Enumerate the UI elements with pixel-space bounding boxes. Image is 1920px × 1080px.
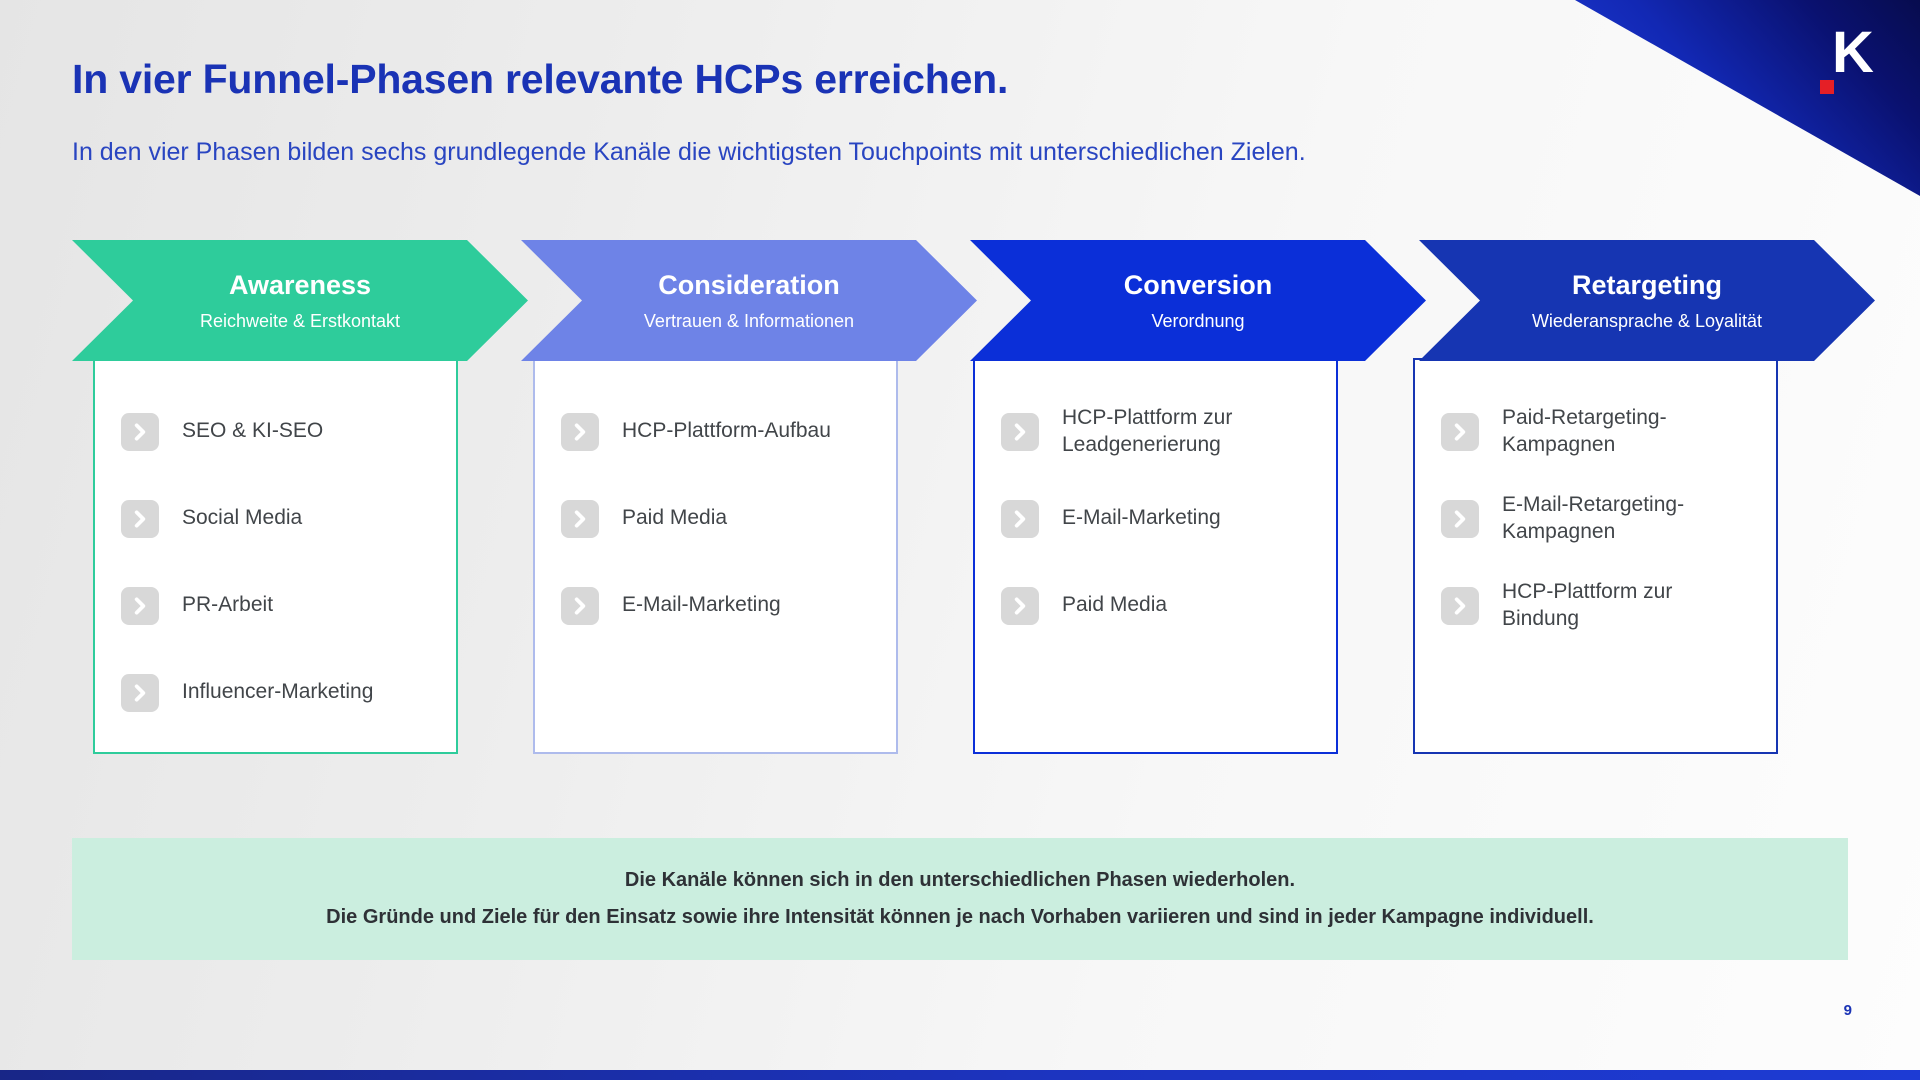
chevron-right-icon bbox=[121, 412, 159, 451]
note-line-1: Die Kanäle können sich in den unterschie… bbox=[624, 869, 1296, 891]
chevron-right-icon bbox=[1001, 412, 1039, 451]
channel-box-conversion: HCP-Plattform zur Leadgenerierung E-Mail… bbox=[973, 358, 1338, 754]
list-item: Social Media bbox=[121, 475, 442, 562]
list-item: E-Mail-Retargeting-Kampagnen bbox=[1441, 475, 1762, 562]
phase-title: Consideration bbox=[658, 269, 840, 300]
logo-red-dot-icon bbox=[1820, 80, 1834, 94]
funnel-arrow-consideration: Consideration Vertrauen & Informationen bbox=[521, 240, 977, 361]
footer-accent-bar bbox=[0, 1070, 1920, 1080]
list-item: HCP-Plattform-Aufbau bbox=[561, 388, 882, 475]
channel-label: HCP-Plattform-Aufbau bbox=[622, 419, 831, 443]
company-logo: K bbox=[1818, 20, 1888, 94]
phase-subtitle: Reichweite & Erstkontakt bbox=[199, 310, 401, 331]
channel-label: SEO & KI-SEO bbox=[182, 419, 324, 443]
channel-box-awareness: SEO & KI-SEO Social Media PR-Arbeit Infl… bbox=[93, 358, 458, 754]
phase-title: Awareness bbox=[228, 269, 372, 300]
channel-label: Paid Media bbox=[622, 506, 728, 530]
funnel-arrow-conversion: Conversion Verordnung bbox=[970, 240, 1426, 361]
list-item: Paid Media bbox=[561, 475, 882, 562]
list-item: E-Mail-Marketing bbox=[1001, 475, 1322, 562]
channel-label: HCP-Plattform zur Bindung bbox=[1502, 579, 1673, 630]
phase-subtitle: Wiederansprache & Loyalität bbox=[1531, 310, 1763, 331]
note-banner: Die Kanäle können sich in den unterschie… bbox=[72, 838, 1848, 960]
channel-label: HCP-Plattform zur Leadgenerierung bbox=[1062, 405, 1233, 456]
funnel-arrow-retargeting: Retargeting Wiederansprache & Loyalität bbox=[1419, 240, 1875, 361]
page-subtitle: In den vier Phasen bilden sechs grundleg… bbox=[72, 138, 1306, 166]
chevron-right-icon bbox=[561, 412, 599, 451]
list-item: E-Mail-Marketing bbox=[561, 562, 882, 649]
phase-subtitle: Verordnung bbox=[1151, 310, 1245, 331]
channel-label: E-Mail-Marketing bbox=[622, 593, 781, 617]
channel-label: Influencer-Marketing bbox=[182, 680, 374, 704]
channel-label: PR-Arbeit bbox=[182, 593, 274, 617]
chevron-right-icon bbox=[1441, 499, 1479, 538]
chevron-right-icon bbox=[121, 586, 159, 625]
channel-label: E-Mail-Retargeting-Kampagnen bbox=[1502, 492, 1685, 543]
chevron-right-icon bbox=[1001, 586, 1039, 625]
list-item: HCP-Plattform zur Leadgenerierung bbox=[1001, 388, 1322, 475]
phase-title: Retargeting bbox=[1571, 269, 1723, 300]
chevron-right-icon bbox=[1441, 586, 1479, 625]
chevron-right-icon bbox=[561, 586, 599, 625]
brand-corner-triangle: K bbox=[1575, 0, 1920, 196]
list-item: SEO & KI-SEO bbox=[121, 388, 442, 475]
channel-label: Social Media bbox=[182, 506, 303, 530]
chevron-right-icon bbox=[1441, 412, 1479, 451]
note-line-2: Die Gründe und Ziele für den Einsatz sow… bbox=[326, 906, 1594, 928]
chevron-right-icon bbox=[121, 673, 159, 712]
list-item: PR-Arbeit bbox=[121, 562, 442, 649]
channel-box-retargeting: Paid-Retargeting-Kampagnen E-Mail-Retarg… bbox=[1413, 358, 1778, 754]
chevron-right-icon bbox=[1001, 499, 1039, 538]
list-item: Paid Media bbox=[1001, 562, 1322, 649]
phase-title: Conversion bbox=[1123, 269, 1273, 300]
page-number: 9 bbox=[1843, 1002, 1852, 1019]
phase-subtitle: Vertrauen & Informationen bbox=[643, 310, 855, 331]
list-item: Influencer-Marketing bbox=[121, 649, 442, 736]
list-item: Paid-Retargeting-Kampagnen bbox=[1441, 388, 1762, 475]
chevron-right-icon bbox=[561, 499, 599, 538]
funnel-arrow-awareness: Awareness Reichweite & Erstkontakt bbox=[72, 240, 528, 361]
channel-label: Paid-Retargeting-Kampagnen bbox=[1502, 405, 1667, 456]
page-title: In vier Funnel-Phasen relevante HCPs err… bbox=[72, 56, 1009, 102]
channel-label: Paid Media bbox=[1062, 593, 1168, 617]
channel-label: E-Mail-Marketing bbox=[1062, 506, 1221, 530]
list-item: HCP-Plattform zur Bindung bbox=[1441, 562, 1762, 649]
channel-box-consideration: HCP-Plattform-Aufbau Paid Media E-Mail-M… bbox=[533, 358, 898, 754]
chevron-right-icon bbox=[121, 499, 159, 538]
logo-letter: K bbox=[1832, 20, 1874, 85]
